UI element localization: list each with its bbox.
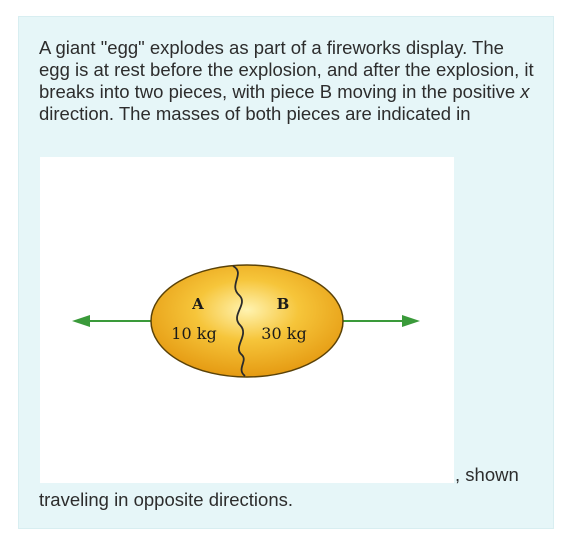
left-arrow-head: [72, 315, 90, 327]
mass-b-label: 30 kg: [261, 324, 306, 343]
question-after-figure: , shown: [455, 464, 519, 485]
question-tail: traveling in opposite directions.: [39, 489, 294, 510]
egg-figure: A B 10 kg 30 kg: [40, 157, 454, 483]
egg-crack: [232, 265, 246, 377]
question-part1: A giant "egg" explodes as part of a fire…: [39, 37, 534, 102]
question-italic-x: x: [520, 81, 530, 102]
right-arrow-head: [402, 315, 420, 327]
question-part2: direction. The masses of both pieces are…: [39, 103, 471, 124]
piece-a-label: A: [191, 295, 204, 313]
piece-b-label: B: [277, 295, 290, 313]
egg-body: [150, 264, 344, 378]
egg-diagram: A B 10 kg 30 kg: [72, 264, 420, 378]
question-card: A giant "egg" explodes as part of a fire…: [18, 16, 554, 529]
mass-a-label: 10 kg: [171, 324, 216, 343]
question-text: A giant "egg" explodes as part of a fire…: [39, 37, 539, 125]
